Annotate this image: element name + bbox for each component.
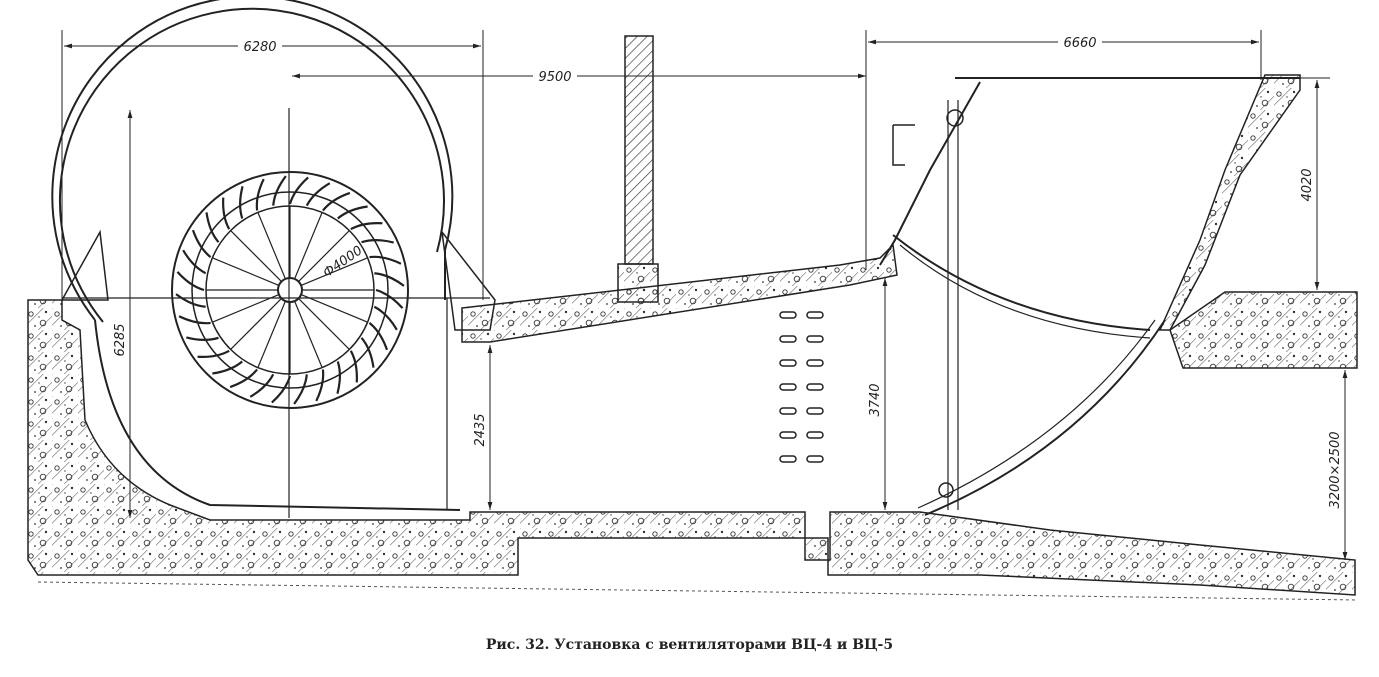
impeller-blade	[272, 175, 287, 206]
impeller-spoke	[230, 298, 282, 350]
dim-3740: 3740	[868, 383, 883, 416]
impeller-spoke	[298, 230, 350, 282]
impeller-spoke	[300, 257, 368, 286]
dim-2435: 2435	[473, 413, 488, 446]
impeller-blade	[305, 182, 331, 207]
impeller-blade	[255, 178, 265, 211]
impeller-blade	[197, 349, 230, 358]
impeller-blade	[360, 337, 375, 368]
impeller-blade	[271, 375, 292, 404]
impeller-blade	[222, 197, 231, 230]
impeller-blade	[315, 369, 325, 402]
impeller-spoke	[300, 294, 368, 323]
impeller-blade	[322, 191, 351, 212]
dim-6280: 6280	[243, 40, 276, 55]
impeller-spoke	[298, 298, 350, 350]
dim-6285: 6285	[113, 323, 128, 356]
impeller-spoke	[212, 294, 280, 323]
impeller-blade	[350, 222, 383, 231]
impeller-blade	[249, 373, 275, 398]
duct-roof	[461, 35, 898, 343]
impeller-blade	[368, 322, 389, 351]
dim-9500: 9500	[538, 70, 571, 85]
impeller-blade	[288, 176, 309, 205]
impeller-spoke	[257, 212, 286, 280]
wall-slots	[779, 311, 824, 463]
fan-housing	[51, 0, 496, 518]
impeller-blade	[205, 212, 220, 243]
dim-6660: 6660	[1063, 36, 1096, 51]
impeller-blade	[229, 368, 258, 389]
impeller-spoke	[294, 212, 323, 280]
impeller-blade	[178, 315, 211, 325]
dim-3200x2500: 3200×2500	[1328, 431, 1343, 508]
impeller-blade	[375, 288, 404, 309]
figure-caption: Рис. 32. Установка с вентиляторами ВЦ-4 …	[485, 637, 894, 653]
impeller-blade	[361, 239, 394, 244]
impeller-blade	[212, 360, 243, 375]
impeller	[171, 171, 409, 409]
impeller-blade	[349, 350, 358, 383]
impeller-blade	[373, 305, 398, 331]
impeller-blade	[293, 374, 308, 405]
impeller-spoke	[294, 300, 323, 368]
impeller-spoke	[257, 300, 286, 368]
impeller-blade	[186, 336, 219, 341]
impeller-spoke	[212, 257, 280, 286]
diffuser	[879, 74, 1301, 516]
impeller-blade	[336, 361, 341, 394]
dim-4020: 4020	[1300, 168, 1315, 201]
impeller-blade	[374, 272, 405, 287]
impeller-blade	[337, 205, 368, 220]
impeller-blade	[369, 255, 402, 265]
impeller-blade	[182, 249, 207, 275]
foundation	[27, 291, 1358, 601]
impeller-blade	[191, 229, 212, 258]
impeller-blade	[239, 186, 244, 219]
impeller-blade	[176, 271, 205, 292]
impeller-blade	[175, 293, 206, 308]
impeller-spoke	[230, 230, 282, 282]
